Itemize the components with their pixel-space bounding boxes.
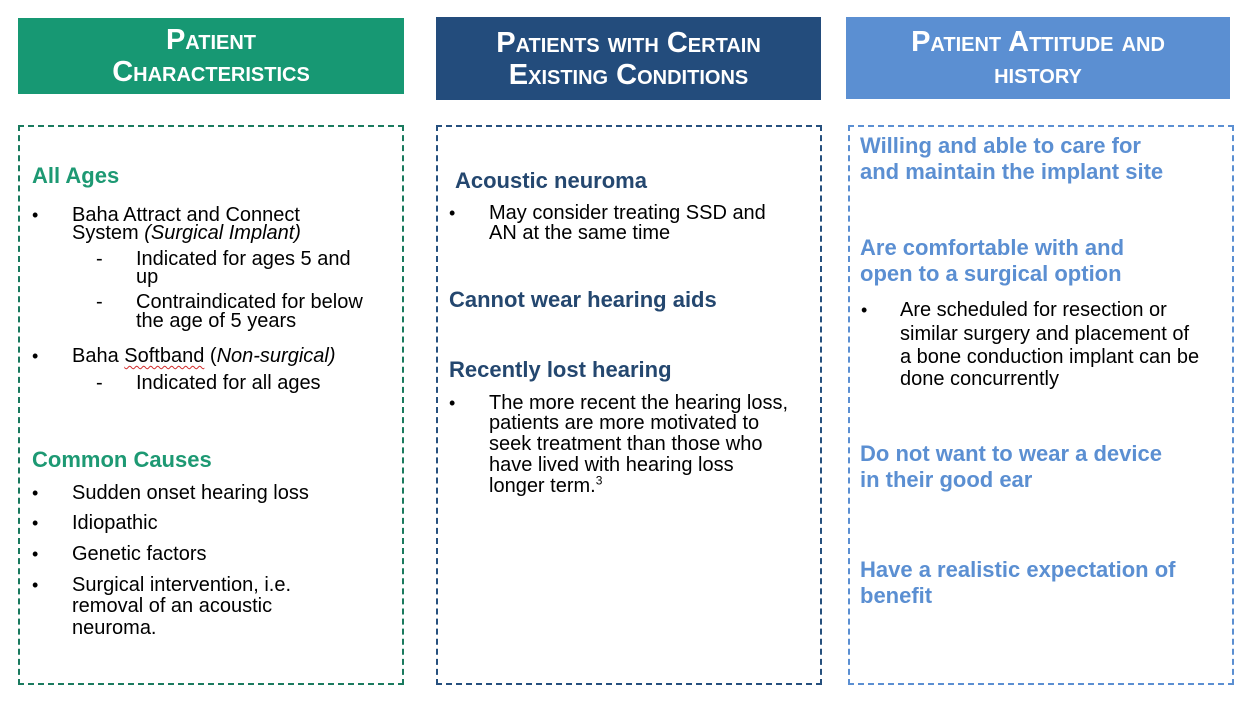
sub-item-text: the age of 5 years: [136, 310, 297, 332]
expectation-title-line: Have a realistic expectation of: [860, 557, 1176, 582]
dash-icon: -: [96, 248, 103, 270]
characteristics-panel: [18, 125, 404, 685]
attitude-panel: [848, 125, 1234, 685]
item-text: The more recent the hearing loss,: [489, 392, 789, 414]
bullet-icon: •: [32, 205, 39, 225]
all-ages-title: All Ages: [32, 163, 120, 188]
bullet-icon: •: [861, 300, 868, 320]
sub-item-text: Indicated for all ages: [136, 372, 321, 394]
item-text-italic: Non-surgical): [216, 345, 336, 367]
item-text: similar surgery and placement of: [900, 323, 1190, 345]
item-text: May consider treating SSD and: [489, 202, 766, 224]
common-causes-title: Common Causes: [32, 447, 212, 472]
cause-text: Genetic factors: [72, 543, 207, 565]
bullet-icon: •: [449, 203, 456, 223]
bullet-icon: •: [32, 513, 39, 533]
cause-text: removal of an acoustic: [72, 595, 273, 617]
spellcheck-underlined-word: Softband: [124, 345, 205, 367]
item-text: System (Surgical Implant): [72, 223, 301, 243]
surgical-title-line: Are comfortable with and: [860, 235, 1125, 260]
header-line: Existing Conditions: [508, 58, 749, 91]
item-text: done concurrently: [900, 368, 1059, 390]
bullet-icon: •: [449, 393, 456, 413]
sub-item-text: Contraindicated for below: [136, 291, 363, 313]
sub-item-text: up: [136, 266, 159, 288]
item-text-part: (: [204, 345, 217, 367]
item-text: patients are more motivated to: [489, 412, 760, 434]
hearing-aids-title: Cannot wear hearing aids: [449, 287, 717, 312]
header-attitude-history: Patient Attitude and history: [846, 17, 1230, 99]
recently-lost-hearing-title: Recently lost hearing: [449, 357, 672, 382]
item-text: longer term.3: [489, 473, 603, 497]
item-text-part: Baha: [72, 345, 125, 367]
item-text-part: longer term.: [489, 475, 596, 497]
bullet-icon: •: [32, 544, 39, 564]
cause-text: Sudden onset hearing loss: [72, 482, 309, 504]
acoustic-neuroma-title: Acoustic neuroma: [455, 168, 647, 193]
header-line: history: [994, 58, 1082, 90]
item-text: have lived with hearing loss: [489, 454, 734, 476]
cause-text: Surgical intervention, i.e.: [72, 574, 292, 596]
care-title-line: and maintain the implant site: [860, 159, 1164, 184]
sub-item-text: Indicated for ages 5 and: [136, 248, 351, 270]
item-text: Baha Attract and Connect: [72, 204, 300, 226]
device-title-line: in their good ear: [860, 467, 1033, 492]
cause-text: Idiopathic: [72, 512, 158, 534]
device-title-line: Do not want to wear a device: [860, 441, 1162, 466]
header-line: Patient: [165, 24, 257, 56]
expectation-title-line: benefit: [860, 583, 933, 608]
dash-icon: -: [96, 372, 103, 394]
bullet-icon: •: [32, 346, 39, 366]
item-text-italic: (Surgical Implant): [144, 222, 301, 244]
item-text: Are scheduled for resection or: [900, 299, 1167, 321]
cause-text: neuroma.: [72, 617, 157, 639]
bullet-icon: •: [32, 575, 39, 595]
item-text: a bone conduction implant can be: [900, 346, 1200, 368]
item-text: Baha Softband (Non-surgical): [72, 346, 336, 366]
conditions-panel: [436, 125, 822, 685]
bullet-icon: •: [32, 483, 39, 503]
item-text: seek treatment than those who: [489, 433, 763, 455]
header-patient-characteristics: Patient Characteristics: [18, 18, 404, 94]
dash-icon: -: [96, 291, 103, 313]
header-existing-conditions: Patients with Certain Existing Condition…: [436, 17, 821, 100]
item-text: AN at the same time: [489, 222, 671, 244]
item-text-part: System: [72, 222, 145, 244]
header-line: Patients with Certain: [496, 26, 761, 59]
header-line: Characteristics: [112, 56, 310, 88]
header-line: Patient Attitude and: [911, 26, 1165, 58]
care-title-line: Willing and able to care for: [860, 133, 1141, 158]
footnote-reference: 3: [595, 473, 603, 488]
surgical-title-line: open to a surgical option: [860, 261, 1122, 286]
